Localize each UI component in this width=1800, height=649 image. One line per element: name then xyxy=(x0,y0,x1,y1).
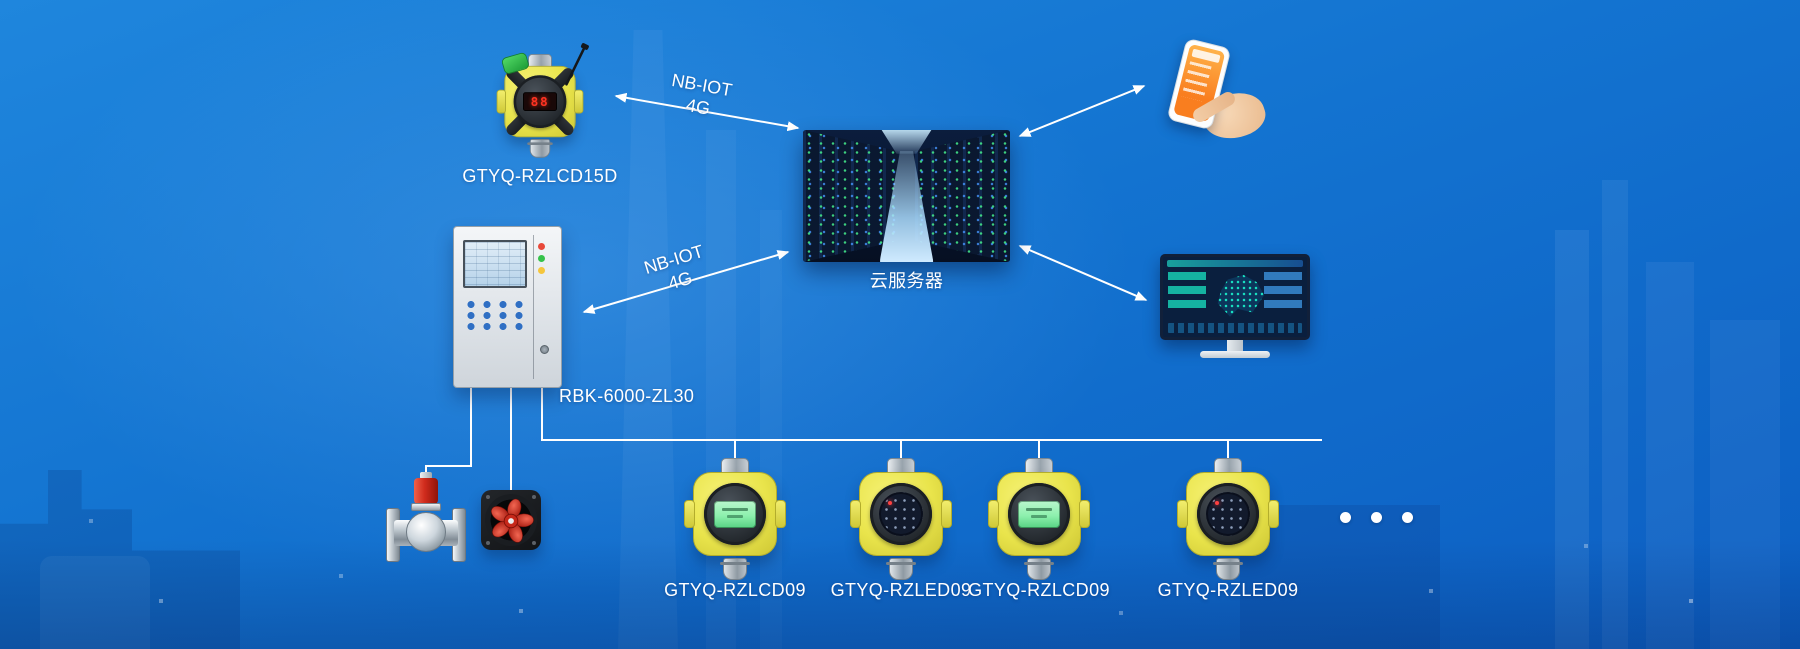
gas-detector-2 xyxy=(850,458,952,580)
detector-lcd-screen xyxy=(1018,500,1060,528)
device-label: GTYQ-RZLED09 xyxy=(830,580,972,600)
gas-detector-4 xyxy=(1177,458,1279,580)
server-ceiling-light xyxy=(881,130,932,154)
detector-sensor-probe xyxy=(527,139,553,158)
detector-sensor-probe xyxy=(1024,558,1054,580)
detector-side-lug xyxy=(850,500,861,528)
detector-side-lug xyxy=(941,500,952,528)
status-led xyxy=(538,267,545,274)
valve-collar xyxy=(411,503,441,511)
gas-alarm-controller xyxy=(453,226,562,388)
solenoid-valve xyxy=(386,472,466,566)
monitoring-dashboard xyxy=(1160,254,1310,360)
exhaust-fan xyxy=(481,490,541,552)
detector-ring: 88 xyxy=(513,75,567,128)
detector-body xyxy=(684,472,786,556)
controller-status-leds xyxy=(538,243,545,274)
device-label: 云服务器 xyxy=(869,271,944,291)
detector-side-lug xyxy=(1177,500,1188,528)
status-led xyxy=(538,243,545,250)
controller-lcd-screen xyxy=(463,240,527,288)
valve-top-cap xyxy=(420,472,432,479)
server-rack-left xyxy=(803,130,899,262)
server-rack-right xyxy=(914,130,1010,262)
led-display: 88 xyxy=(523,92,557,111)
dot xyxy=(1402,512,1413,523)
detector-body: 88 xyxy=(496,65,584,138)
cabinet-door-seam xyxy=(533,235,534,379)
cabinet-lock xyxy=(540,345,549,354)
arrow-cloud-to-phone xyxy=(1018,85,1146,137)
detector-side-lug xyxy=(775,500,786,528)
detector-lcd-screen xyxy=(714,500,756,528)
detector-body xyxy=(988,472,1090,556)
silhouette xyxy=(1602,180,1628,649)
detector-ring xyxy=(1197,483,1259,545)
detector-sensor-probe xyxy=(1213,558,1243,580)
dot xyxy=(1371,512,1382,523)
silhouette xyxy=(1646,262,1694,649)
silhouette xyxy=(1240,505,1440,649)
controller-keypad xyxy=(463,299,527,333)
detector-side-lug xyxy=(684,500,695,528)
cloud-server-image xyxy=(803,130,1010,262)
silhouette xyxy=(1710,320,1780,649)
detector-ring xyxy=(704,483,766,545)
device-label: GTYQ-RZLCD15D xyxy=(462,166,618,186)
device-label: RBK-6000-ZL30 xyxy=(559,386,695,406)
dashboard-header xyxy=(1167,260,1303,267)
light-specks xyxy=(0,0,2,2)
mobile-app-phone xyxy=(1150,37,1271,147)
detector-side-lug xyxy=(1079,500,1090,528)
detector-side-lug xyxy=(574,89,584,114)
detector-body xyxy=(850,472,952,556)
monitor-screen xyxy=(1160,254,1310,340)
valve-red-coil xyxy=(414,478,438,504)
detector-body xyxy=(1177,472,1279,556)
ellipsis-dots xyxy=(1340,512,1413,523)
detector-sensor-probe xyxy=(886,558,916,580)
dashboard-chart-right xyxy=(1264,272,1302,308)
status-led xyxy=(538,255,545,262)
drop-line-valve xyxy=(425,388,472,474)
detector-led-screen xyxy=(879,492,923,536)
monitor-stand-base xyxy=(1200,351,1270,358)
detector-ring xyxy=(870,483,932,545)
arrow-cloud-to-monitor xyxy=(1018,245,1148,301)
monitor-stand-neck xyxy=(1227,340,1243,352)
dashboard-chart-left xyxy=(1168,272,1206,308)
detector-side-lug xyxy=(1268,500,1279,528)
silhouette xyxy=(1555,230,1589,649)
device-label: GTYQ-RZLCD09 xyxy=(968,580,1110,600)
fan-blades xyxy=(491,498,534,543)
valve-body xyxy=(406,512,446,552)
wireless-gas-detector: 88 GTYQ-RZLCD15D xyxy=(450,46,630,196)
silhouette xyxy=(40,556,150,649)
device-label: GTYQ-RZLCD09 xyxy=(664,580,806,600)
device-label: GTYQ-RZLED09 xyxy=(1157,580,1299,600)
detector-ring xyxy=(1008,483,1070,545)
detector-sensor-probe xyxy=(720,558,750,580)
dot xyxy=(1340,512,1351,523)
detector-led-screen xyxy=(1206,492,1250,536)
gas-detector-3 xyxy=(988,458,1090,580)
dashboard-china-map xyxy=(1217,274,1265,317)
detector-side-lug xyxy=(988,500,999,528)
gas-detector-1 xyxy=(684,458,786,580)
detector-device: 88 xyxy=(496,46,586,158)
dashboard-chart-bottom xyxy=(1168,323,1302,333)
